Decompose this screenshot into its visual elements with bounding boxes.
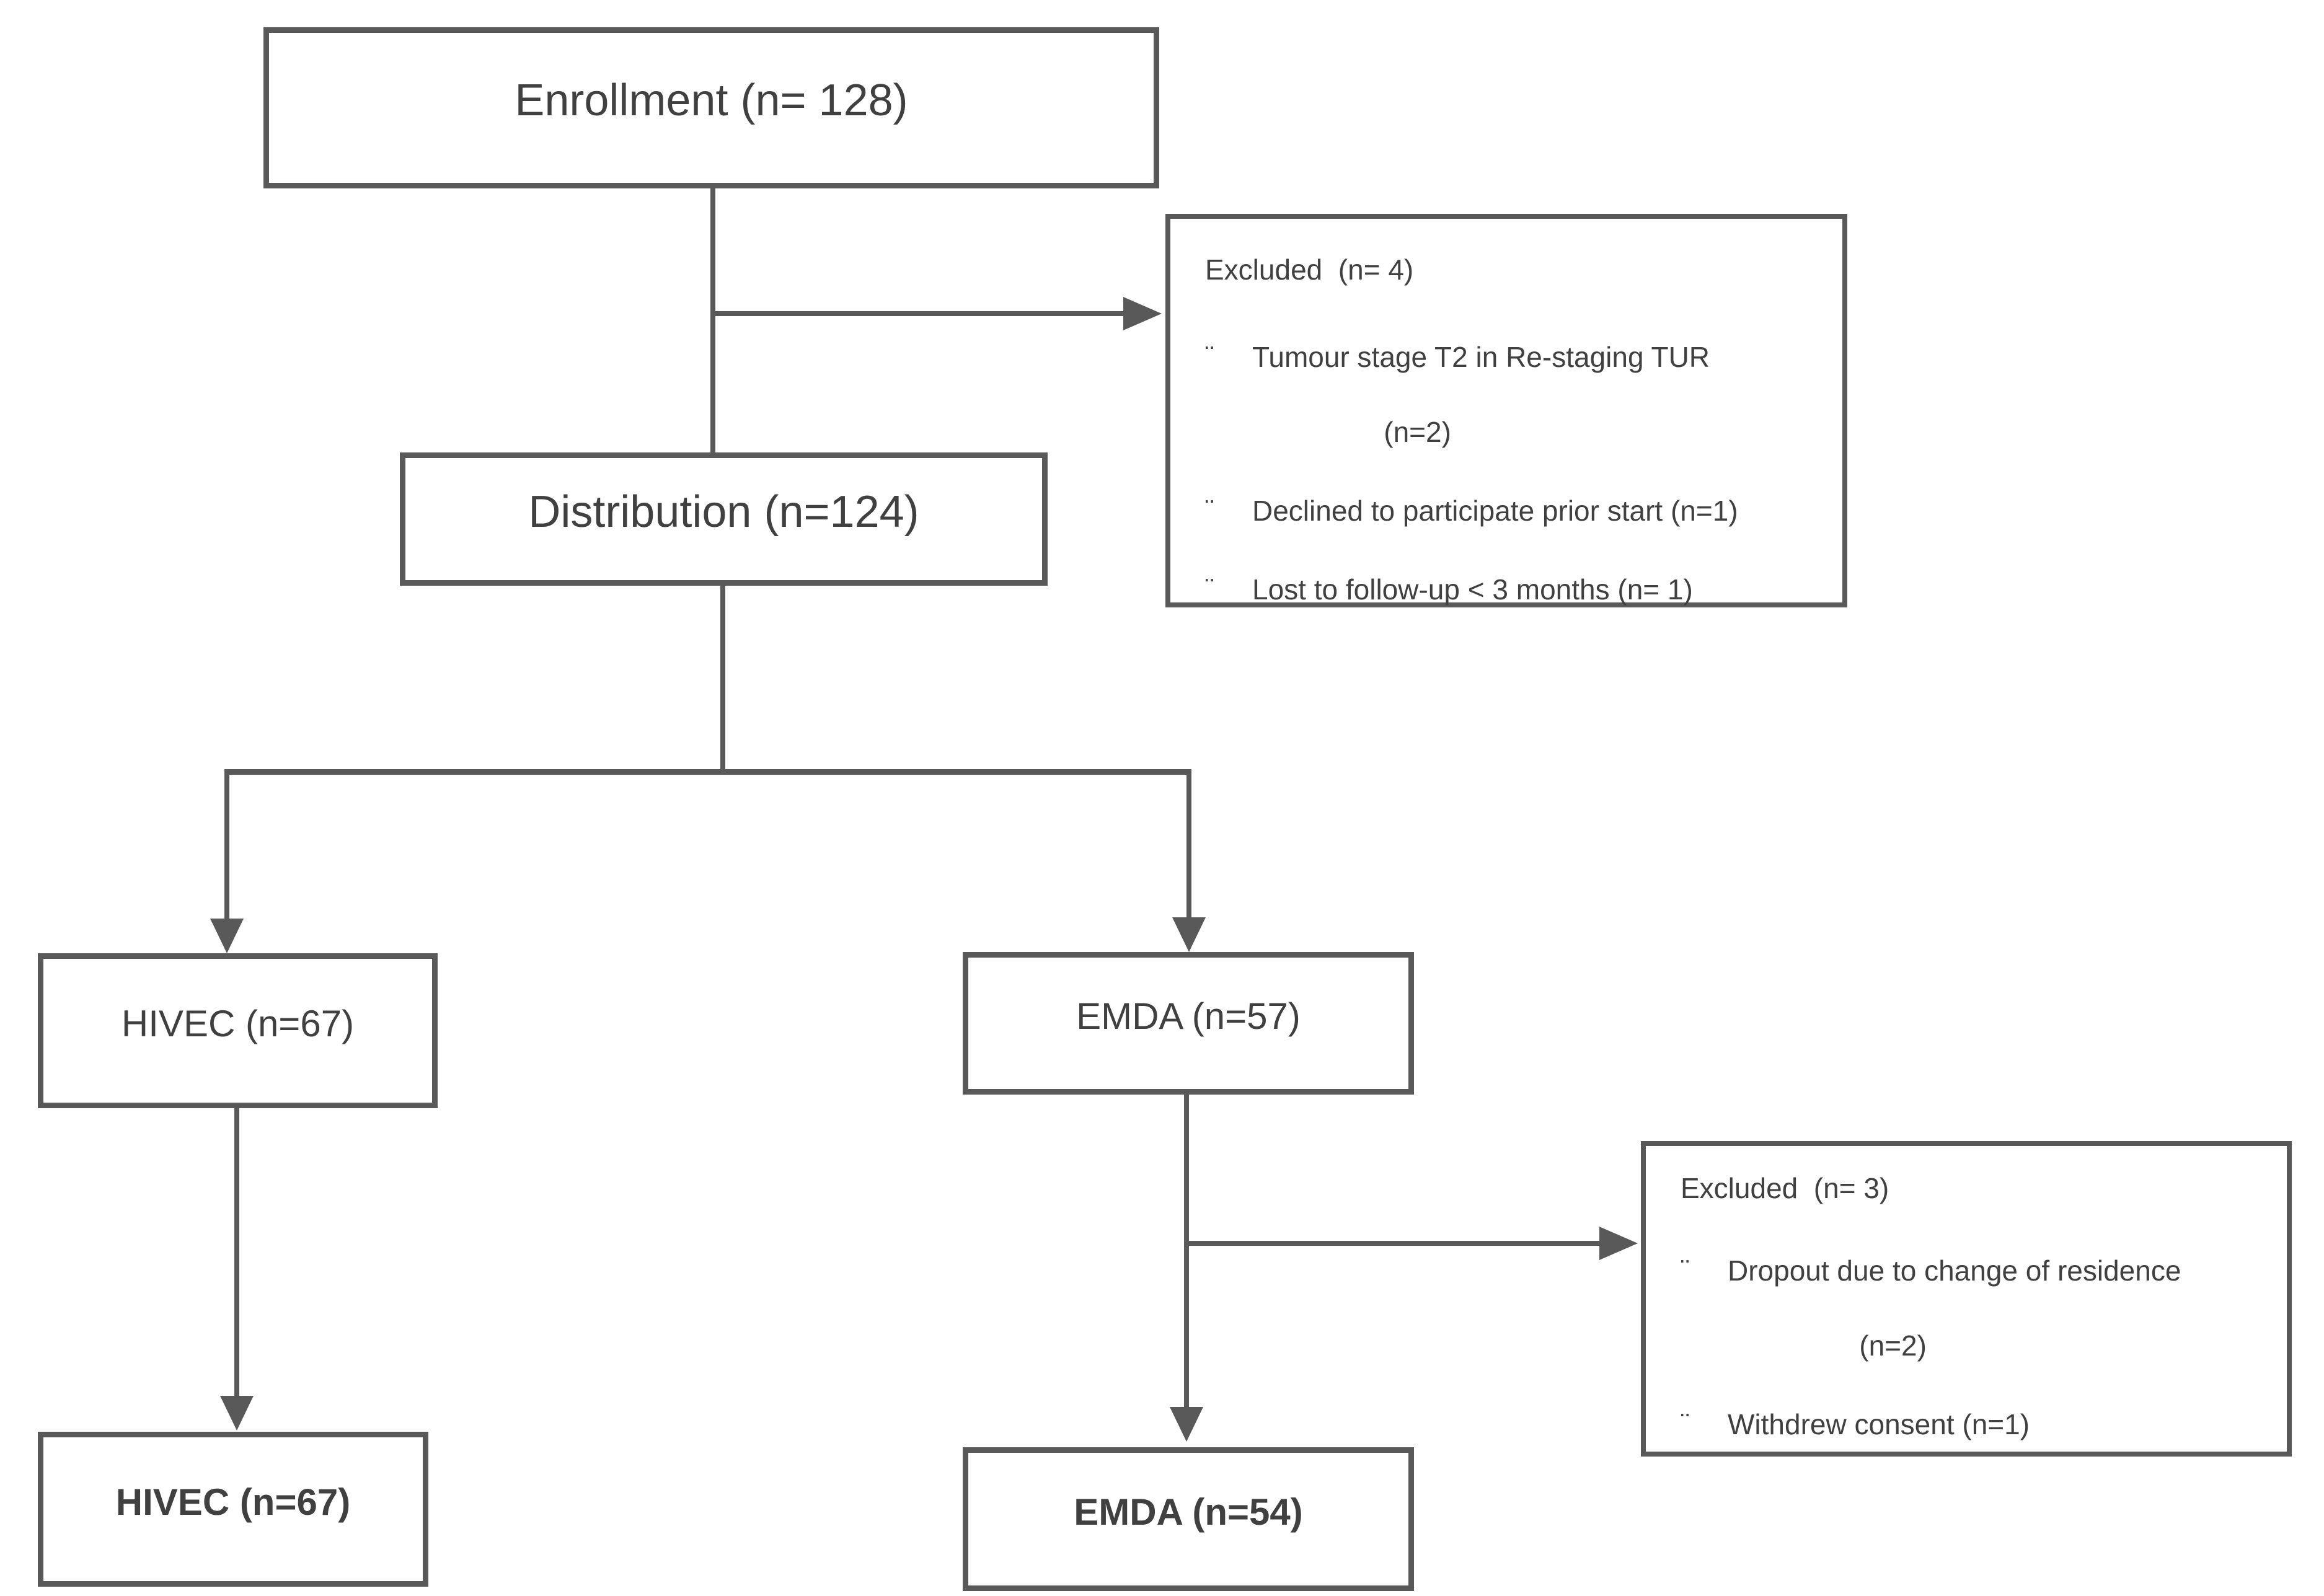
emda-final-label: EMDA (n=54) [1074, 1491, 1303, 1533]
bullet-icon: ¨ [1205, 494, 1214, 525]
box-excluded-emda: Excluded (n= 3) ¨ Dropout due to change … [1641, 1141, 2292, 1457]
excluded-enrollment-title: Excluded (n= 4) [1205, 254, 1414, 286]
arrowhead-emda-excluded-icon [1599, 1227, 1638, 1260]
box-enrollment: Enrollment (n= 128) [263, 27, 1159, 188]
excluded-enrollment-item: ¨ Lost to follow-up < 3 months (n= 1) [1205, 571, 1824, 609]
connector-hivec-final [234, 1108, 239, 1398]
excluded-enrollment-item: ¨ Declined to participate prior start (n… [1205, 492, 1824, 530]
excluded-emda-item: ¨ Withdrew consent (n=1) [1681, 1406, 2268, 1444]
hivec-allocated-label: HIVEC (n=67) [121, 1002, 355, 1044]
distribution-label: Distribution (n=124) [528, 487, 919, 537]
arrowhead-hivec-final-icon [220, 1396, 254, 1431]
bullet-icon: ¨ [1205, 573, 1214, 604]
excluded-enrollment-item-text-line2: (n=2) [1384, 416, 1451, 449]
excluded-enrollment-item-text: Tumour stage T2 in Re-staging TUR (n=2) [1252, 340, 1710, 449]
connector-distribution-split [720, 586, 725, 772]
box-hivec-allocated: HIVEC (n=67) [38, 953, 438, 1108]
bullet-icon: ¨ [1681, 1408, 1690, 1439]
arrowhead-enrollment-excluded-icon [1123, 297, 1162, 330]
excluded-enrollment-item-text: Declined to participate prior start (n=1… [1252, 494, 1738, 527]
excluded-enrollment-item: ¨ Tumour stage T2 in Re-staging TUR (n=2… [1205, 338, 1824, 451]
excluded-emda-item-text: Dropout due to change of residence (n=2) [1728, 1254, 2181, 1362]
box-emda-allocated: EMDA (n=57) [963, 952, 1414, 1095]
connector-enrollment-excluded [710, 311, 1123, 316]
hivec-final-label: HIVEC (n=67) [115, 1481, 351, 1523]
bullet-icon: ¨ [1205, 340, 1214, 371]
box-distribution: Distribution (n=124) [400, 452, 1048, 586]
enrollment-label: Enrollment (n= 128) [515, 76, 908, 125]
excluded-enrollment-item-text: Lost to follow-up < 3 months (n= 1) [1252, 573, 1693, 606]
connector-split-emda [1186, 769, 1191, 920]
split-horizontal-line [224, 769, 1191, 775]
connector-split-hivec [224, 769, 229, 921]
connector-emda-excluded [1184, 1241, 1599, 1246]
emda-allocated-label: EMDA (n=57) [1076, 995, 1301, 1037]
excluded-emda-item: ¨ Dropout due to change of residence (n=… [1681, 1252, 2268, 1365]
box-excluded-enrollment: Excluded (n= 4) ¨ Tumour stage T2 in Re-… [1165, 214, 1847, 607]
bullet-icon: ¨ [1681, 1254, 1690, 1285]
excluded-emda-item-text: Withdrew consent (n=1) [1728, 1408, 2030, 1440]
arrowhead-split-hivec-icon [210, 919, 244, 953]
connector-enrollment-distribution [710, 188, 715, 452]
box-emda-final: EMDA (n=54) [963, 1447, 1414, 1591]
arrowhead-split-emda-icon [1172, 917, 1206, 952]
connector-emda-final [1184, 1095, 1189, 1408]
box-hivec-final: HIVEC (n=67) [38, 1432, 428, 1587]
excluded-emda-item-text-line2: (n=2) [1859, 1329, 1927, 1362]
excluded-emda-title: Excluded (n= 3) [1681, 1172, 1889, 1204]
arrowhead-emda-final-icon [1170, 1407, 1203, 1442]
